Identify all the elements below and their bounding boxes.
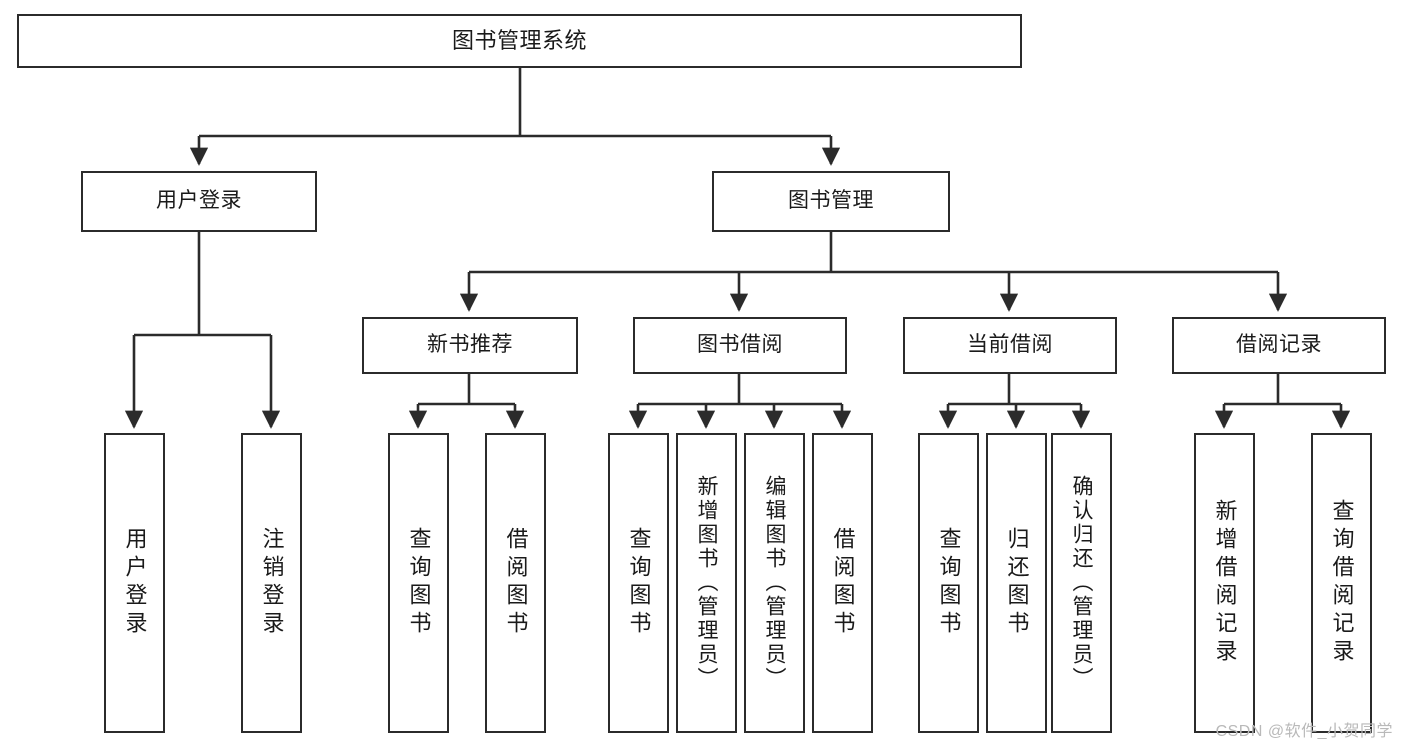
- node-label: 归还图书: [1004, 527, 1030, 639]
- node-label: 新书推荐: [427, 333, 513, 357]
- node-borrow-record[interactable]: 借阅记录: [1172, 317, 1386, 374]
- node-label: 新增图书（管理员）: [695, 475, 718, 691]
- node-label: 新增借阅记录: [1212, 499, 1238, 667]
- node-label: 确认归还（管理员）: [1070, 475, 1093, 691]
- leaf-current-borrow-query-book[interactable]: 查询图书: [918, 433, 979, 733]
- leaf-book-borrow-edit-book-admin[interactable]: 编辑图书（管理员）: [744, 433, 805, 733]
- leaf-user-login-login[interactable]: 用户登录: [104, 433, 165, 733]
- node-label: 借阅记录: [1236, 333, 1322, 357]
- node-label: 编辑图书（管理员）: [763, 475, 786, 691]
- node-label: 查询图书: [626, 527, 652, 639]
- node-book-borrow[interactable]: 图书借阅: [633, 317, 847, 374]
- node-book-management[interactable]: 图书管理: [712, 171, 950, 232]
- node-label: 图书管理: [788, 189, 874, 213]
- leaf-user-login-logout[interactable]: 注销登录: [241, 433, 302, 733]
- node-user-login[interactable]: 用户登录: [81, 171, 317, 232]
- node-current-borrow[interactable]: 当前借阅: [903, 317, 1117, 374]
- node-label: 图书借阅: [697, 333, 783, 357]
- leaf-new-book-query-book[interactable]: 查询图书: [388, 433, 449, 733]
- node-label: 借阅图书: [503, 527, 529, 639]
- node-label: 当前借阅: [967, 333, 1053, 357]
- leaf-book-borrow-borrow-book[interactable]: 借阅图书: [812, 433, 873, 733]
- leaf-current-borrow-confirm-return-admin[interactable]: 确认归还（管理员）: [1051, 433, 1112, 733]
- node-root-book-management-system[interactable]: 图书管理系统: [17, 14, 1022, 68]
- watermark-text: CSDN @软件_小贺同学: [1215, 723, 1393, 740]
- node-label: 查询图书: [406, 527, 432, 639]
- leaf-borrow-record-query-record[interactable]: 查询借阅记录: [1311, 433, 1372, 733]
- node-label: 查询借阅记录: [1329, 499, 1355, 667]
- leaf-current-borrow-return-book[interactable]: 归还图书: [986, 433, 1047, 733]
- leaf-book-borrow-add-book-admin[interactable]: 新增图书（管理员）: [676, 433, 737, 733]
- node-label: 图书管理系统: [451, 28, 587, 54]
- node-label: 注销登录: [259, 527, 285, 639]
- node-label: 用户登录: [156, 189, 242, 213]
- node-new-book-recommend[interactable]: 新书推荐: [362, 317, 578, 374]
- node-label: 查询图书: [936, 527, 962, 639]
- leaf-borrow-record-add-record[interactable]: 新增借阅记录: [1194, 433, 1255, 733]
- node-label: 用户登录: [122, 527, 148, 639]
- leaf-new-book-borrow-book[interactable]: 借阅图书: [485, 433, 546, 733]
- leaf-book-borrow-query-book[interactable]: 查询图书: [608, 433, 669, 733]
- node-label: 借阅图书: [830, 527, 856, 639]
